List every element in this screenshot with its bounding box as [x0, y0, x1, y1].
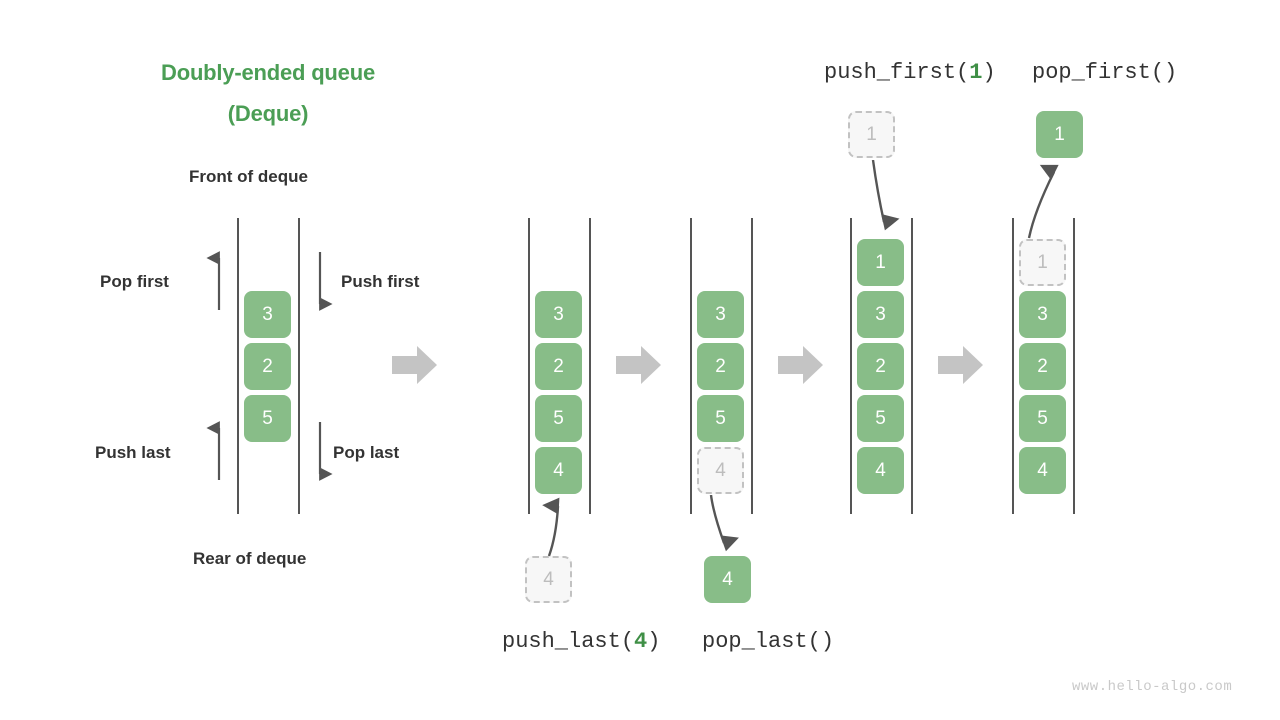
push-first-arg: 1 — [969, 60, 983, 85]
push-first-suffix: ) — [982, 60, 996, 85]
push-last-operation-label: push_last(4) — [502, 629, 660, 654]
deque-cell: 4 — [857, 447, 904, 494]
page-title-line1: Doubly-ended queue — [161, 60, 375, 85]
incoming-ghost-cell: 1 — [848, 111, 895, 158]
deque-cell: 2 — [1019, 343, 1066, 390]
incoming-ghost-cell: 4 — [525, 556, 572, 603]
pop-last-operation-label: pop_last() — [702, 629, 835, 654]
deque-rail-right — [298, 218, 300, 514]
flow-arrow-icon — [778, 346, 823, 384]
pop-last-label: Pop last — [333, 443, 400, 462]
deque-cell: 5 — [535, 395, 582, 442]
deque-rail-left — [528, 218, 530, 514]
push-first-operation-label: push_first(1) — [824, 60, 996, 85]
deque-rail-right — [1073, 218, 1075, 514]
deque-rail-right — [751, 218, 753, 514]
deque-cell: 4 — [1019, 447, 1066, 494]
push-first-curved-arrow-icon — [871, 160, 900, 231]
deque-cell: 2 — [697, 343, 744, 390]
popped-cell: 4 — [704, 556, 751, 603]
deque-cell: 2 — [244, 343, 291, 390]
push-last-suffix: ) — [647, 629, 661, 654]
ghost-head-cell: 1 — [1019, 239, 1066, 286]
deque-cell: 5 — [697, 395, 744, 442]
pop-first-curved-arrow-icon — [1027, 164, 1059, 239]
ghost-tail-cell: 4 — [697, 447, 744, 494]
deque-cell: 4 — [535, 447, 582, 494]
deque-cell: 1 — [857, 239, 904, 286]
flow-arrow-icon — [616, 346, 661, 384]
push-last-label: Push last — [95, 443, 171, 462]
deque-rail-left — [237, 218, 239, 514]
deque-cell: 3 — [697, 291, 744, 338]
deque-rail-right — [911, 218, 913, 514]
page-title-line2: (Deque) — [227, 101, 309, 126]
deque-cell: 3 — [244, 291, 291, 338]
deque-rail-left — [1012, 218, 1014, 514]
push-last-curved-arrow-icon — [542, 497, 560, 557]
rear-of-deque-label: Rear of deque — [193, 549, 307, 568]
deque-rail-right — [589, 218, 591, 514]
deque-rail-left — [690, 218, 692, 514]
deque-cell: 2 — [857, 343, 904, 390]
popped-cell: 1 — [1036, 111, 1083, 158]
push-last-arg: 4 — [634, 629, 648, 654]
deque-cell: 3 — [535, 291, 582, 338]
front-of-deque-label: Front of deque — [189, 167, 308, 186]
pop-last-curved-arrow-icon — [709, 495, 739, 552]
deque-cell: 5 — [857, 395, 904, 442]
push-first-label: Push first — [341, 272, 420, 291]
deque-cell: 5 — [244, 395, 291, 442]
flow-arrow-icon — [392, 346, 437, 384]
push-last-arrow-icon — [206, 421, 221, 480]
pop-first-arrow-icon — [206, 251, 221, 310]
watermark: www.hello-algo.com — [1072, 679, 1233, 695]
deque-cell: 3 — [857, 291, 904, 338]
deque-cell: 5 — [1019, 395, 1066, 442]
push-last-prefix: push_last( — [502, 629, 635, 654]
push-first-prefix: push_first( — [824, 60, 970, 85]
flow-arrow-icon — [938, 346, 983, 384]
push-first-arrow-icon — [318, 252, 333, 311]
pop-last-arrow-icon — [318, 422, 333, 481]
deque-cell: 3 — [1019, 291, 1066, 338]
deque-rail-left — [850, 218, 852, 514]
pop-first-label: Pop first — [100, 272, 169, 291]
pop-first-operation-label: pop_first() — [1032, 60, 1178, 85]
deque-cell: 2 — [535, 343, 582, 390]
